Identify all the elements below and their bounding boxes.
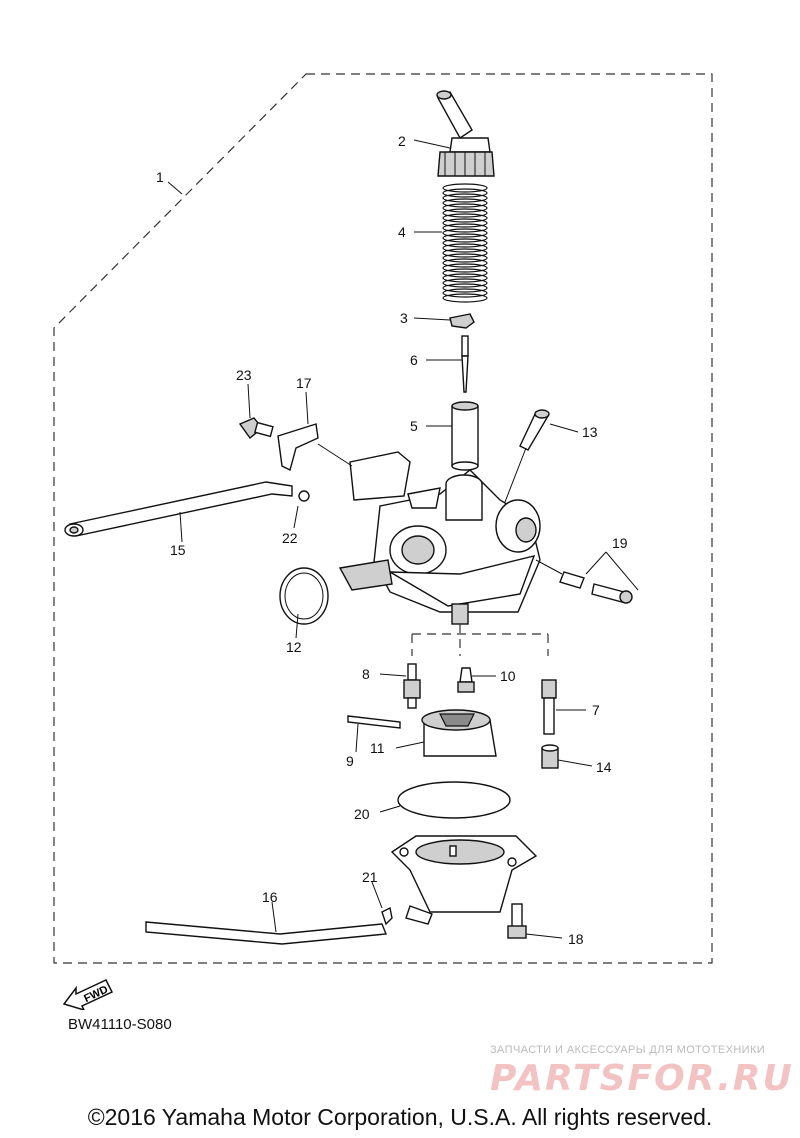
part-4-spring	[442, 183, 488, 303]
part-7-jet-tube	[541, 679, 557, 735]
part-14-main-jet	[541, 744, 559, 769]
label-10: 10	[500, 668, 516, 684]
fwd-label: FWD	[82, 984, 110, 1005]
spring-coil	[442, 208, 488, 218]
label-3: 3	[400, 310, 408, 326]
spring-coil	[442, 203, 488, 213]
copyright-notice: ©2016 Yamaha Motor Corporation, U.S.A. A…	[87, 1104, 713, 1130]
part-23-bolt	[238, 417, 274, 440]
part-18-screw	[507, 903, 527, 939]
part-12-o-ring	[279, 567, 329, 625]
assembly-boundary	[53, 73, 713, 964]
float-bowl	[390, 835, 538, 925]
label-15: 15	[170, 542, 186, 558]
part-20-gasket	[397, 781, 511, 819]
label-7: 7	[592, 702, 600, 718]
spring-coil	[442, 228, 488, 238]
label-17: 17	[296, 375, 312, 391]
label-21: 21	[362, 869, 378, 885]
part-8-jet	[403, 663, 421, 709]
part-21-clip	[381, 906, 393, 926]
watermark-tagline: ЗАПЧАСТИ И АКСЕССУАРЫ ДЛЯ МОТОТЕХНИКИ	[490, 1044, 766, 1056]
part-2-cap	[436, 90, 495, 177]
part-9-pin	[347, 715, 401, 729]
watermark-brand: PARTSFOR.RU	[490, 1058, 794, 1099]
spring-coil	[442, 253, 488, 263]
spring-coil	[442, 288, 488, 298]
label-16: 16	[262, 889, 278, 905]
label-1: 1	[156, 169, 164, 185]
label-22: 22	[282, 530, 298, 546]
carburetor-body	[338, 469, 541, 625]
figure-code: BW41110-S080	[68, 1016, 172, 1033]
part-22-clip	[298, 490, 310, 502]
label-2: 2	[398, 133, 406, 149]
label-18: 18	[568, 931, 584, 947]
part-10-float-needle	[457, 667, 475, 693]
leader-lines	[167, 139, 639, 939]
part-6-needle	[461, 335, 469, 393]
spring-coil	[442, 213, 488, 223]
label-19: 19	[612, 535, 628, 551]
part-labels: 1 2 3 4 5 6 7 8 9 10 11 12 13 14 15 16 1…	[156, 133, 628, 947]
spring-coil	[442, 278, 488, 288]
label-20: 20	[354, 806, 370, 822]
label-9: 9	[346, 753, 354, 769]
label-11: 11	[370, 740, 385, 756]
jet-connectors	[411, 624, 549, 656]
label-14: 14	[596, 759, 612, 775]
label-8: 8	[362, 666, 370, 682]
part-17-bracket	[277, 423, 411, 501]
spring-coil	[442, 188, 488, 198]
label-12: 12	[286, 639, 302, 655]
spring-coil	[442, 263, 488, 273]
spring-coil	[442, 273, 488, 283]
label-23: 23	[236, 367, 252, 383]
spring-coil	[442, 183, 488, 193]
part-5-valve	[451, 401, 479, 471]
part-3-clip	[449, 313, 475, 329]
label-6: 6	[410, 352, 418, 368]
part-16-hose	[145, 921, 387, 945]
spring-coil	[442, 218, 488, 228]
forward-arrow-icon: FWD	[62, 979, 114, 1010]
part-15-rod	[64, 481, 293, 537]
spring-coil	[442, 198, 488, 208]
spring-coil	[442, 193, 488, 203]
part-11-float	[421, 709, 497, 757]
spring-coil	[442, 293, 488, 303]
spring-coil	[442, 283, 488, 293]
spring-coil	[442, 223, 488, 233]
label-5: 5	[410, 418, 418, 434]
spring-coil	[442, 238, 488, 248]
spring-coil	[442, 243, 488, 253]
label-13: 13	[582, 424, 598, 440]
spring-coil	[442, 258, 488, 268]
label-4: 4	[398, 224, 406, 240]
spring-coil	[442, 233, 488, 243]
spring-coil	[442, 248, 488, 258]
spring-coil	[442, 268, 488, 278]
part-19-spring-screw	[535, 559, 633, 604]
